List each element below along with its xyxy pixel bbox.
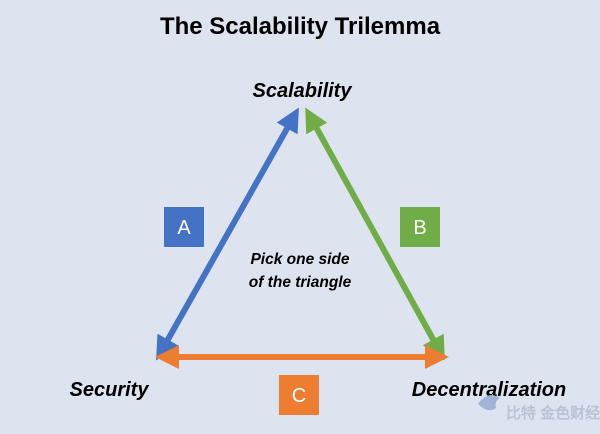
center-text-line-2: of the triangle (249, 274, 352, 291)
bird-icon (478, 395, 500, 411)
side-b-box: B (400, 207, 440, 247)
watermark-text: 比特 金色财经 (506, 404, 600, 422)
watermark-logo: 比特 金色财经 (478, 395, 600, 422)
side-c-box: C (279, 375, 319, 415)
side-a-box: A (164, 207, 204, 247)
side-c-label: C (292, 385, 306, 407)
side-b-arrow (305, 107, 445, 361)
side-b-label: B (413, 217, 426, 239)
side-a-label: A (177, 217, 191, 239)
vertex-decentralization: Decentralization (412, 379, 566, 401)
vertex-scalability: Scalability (253, 80, 353, 102)
vertex-security: Security (70, 379, 150, 401)
side-a-arrow (156, 107, 299, 361)
center-text-line-1: Pick one side (250, 251, 349, 268)
diagram-title: The Scalability Trilemma (160, 13, 441, 40)
